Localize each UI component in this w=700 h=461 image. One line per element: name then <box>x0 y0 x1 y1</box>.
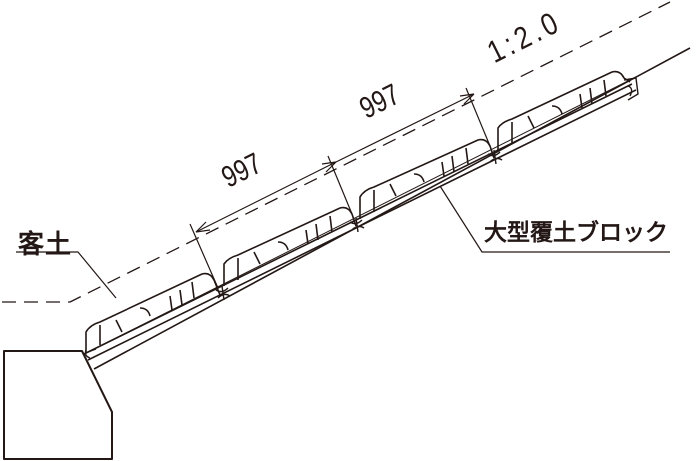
footing-block <box>3 350 113 460</box>
fill-soil-label: 客土 <box>18 230 73 260</box>
block-top-line <box>83 83 633 355</box>
dimension-2 <box>335 87 491 163</box>
block-bottom-line <box>87 89 637 361</box>
fill-soil-dashed-line <box>2 1 671 303</box>
block-4 <box>497 70 639 151</box>
block-1 <box>84 272 221 359</box>
block-2 <box>223 206 357 286</box>
slope-base-line <box>93 47 691 370</box>
block-label: 大型覆土ブロック <box>484 220 668 246</box>
joint-3 <box>487 149 503 165</box>
block-leader <box>439 185 670 253</box>
joint-1 <box>215 285 231 301</box>
joint-2 <box>349 217 365 233</box>
fill-soil-leader <box>16 251 117 299</box>
block-inner-line <box>95 79 631 349</box>
block-3 <box>359 138 495 219</box>
dimension-1 <box>189 155 353 289</box>
